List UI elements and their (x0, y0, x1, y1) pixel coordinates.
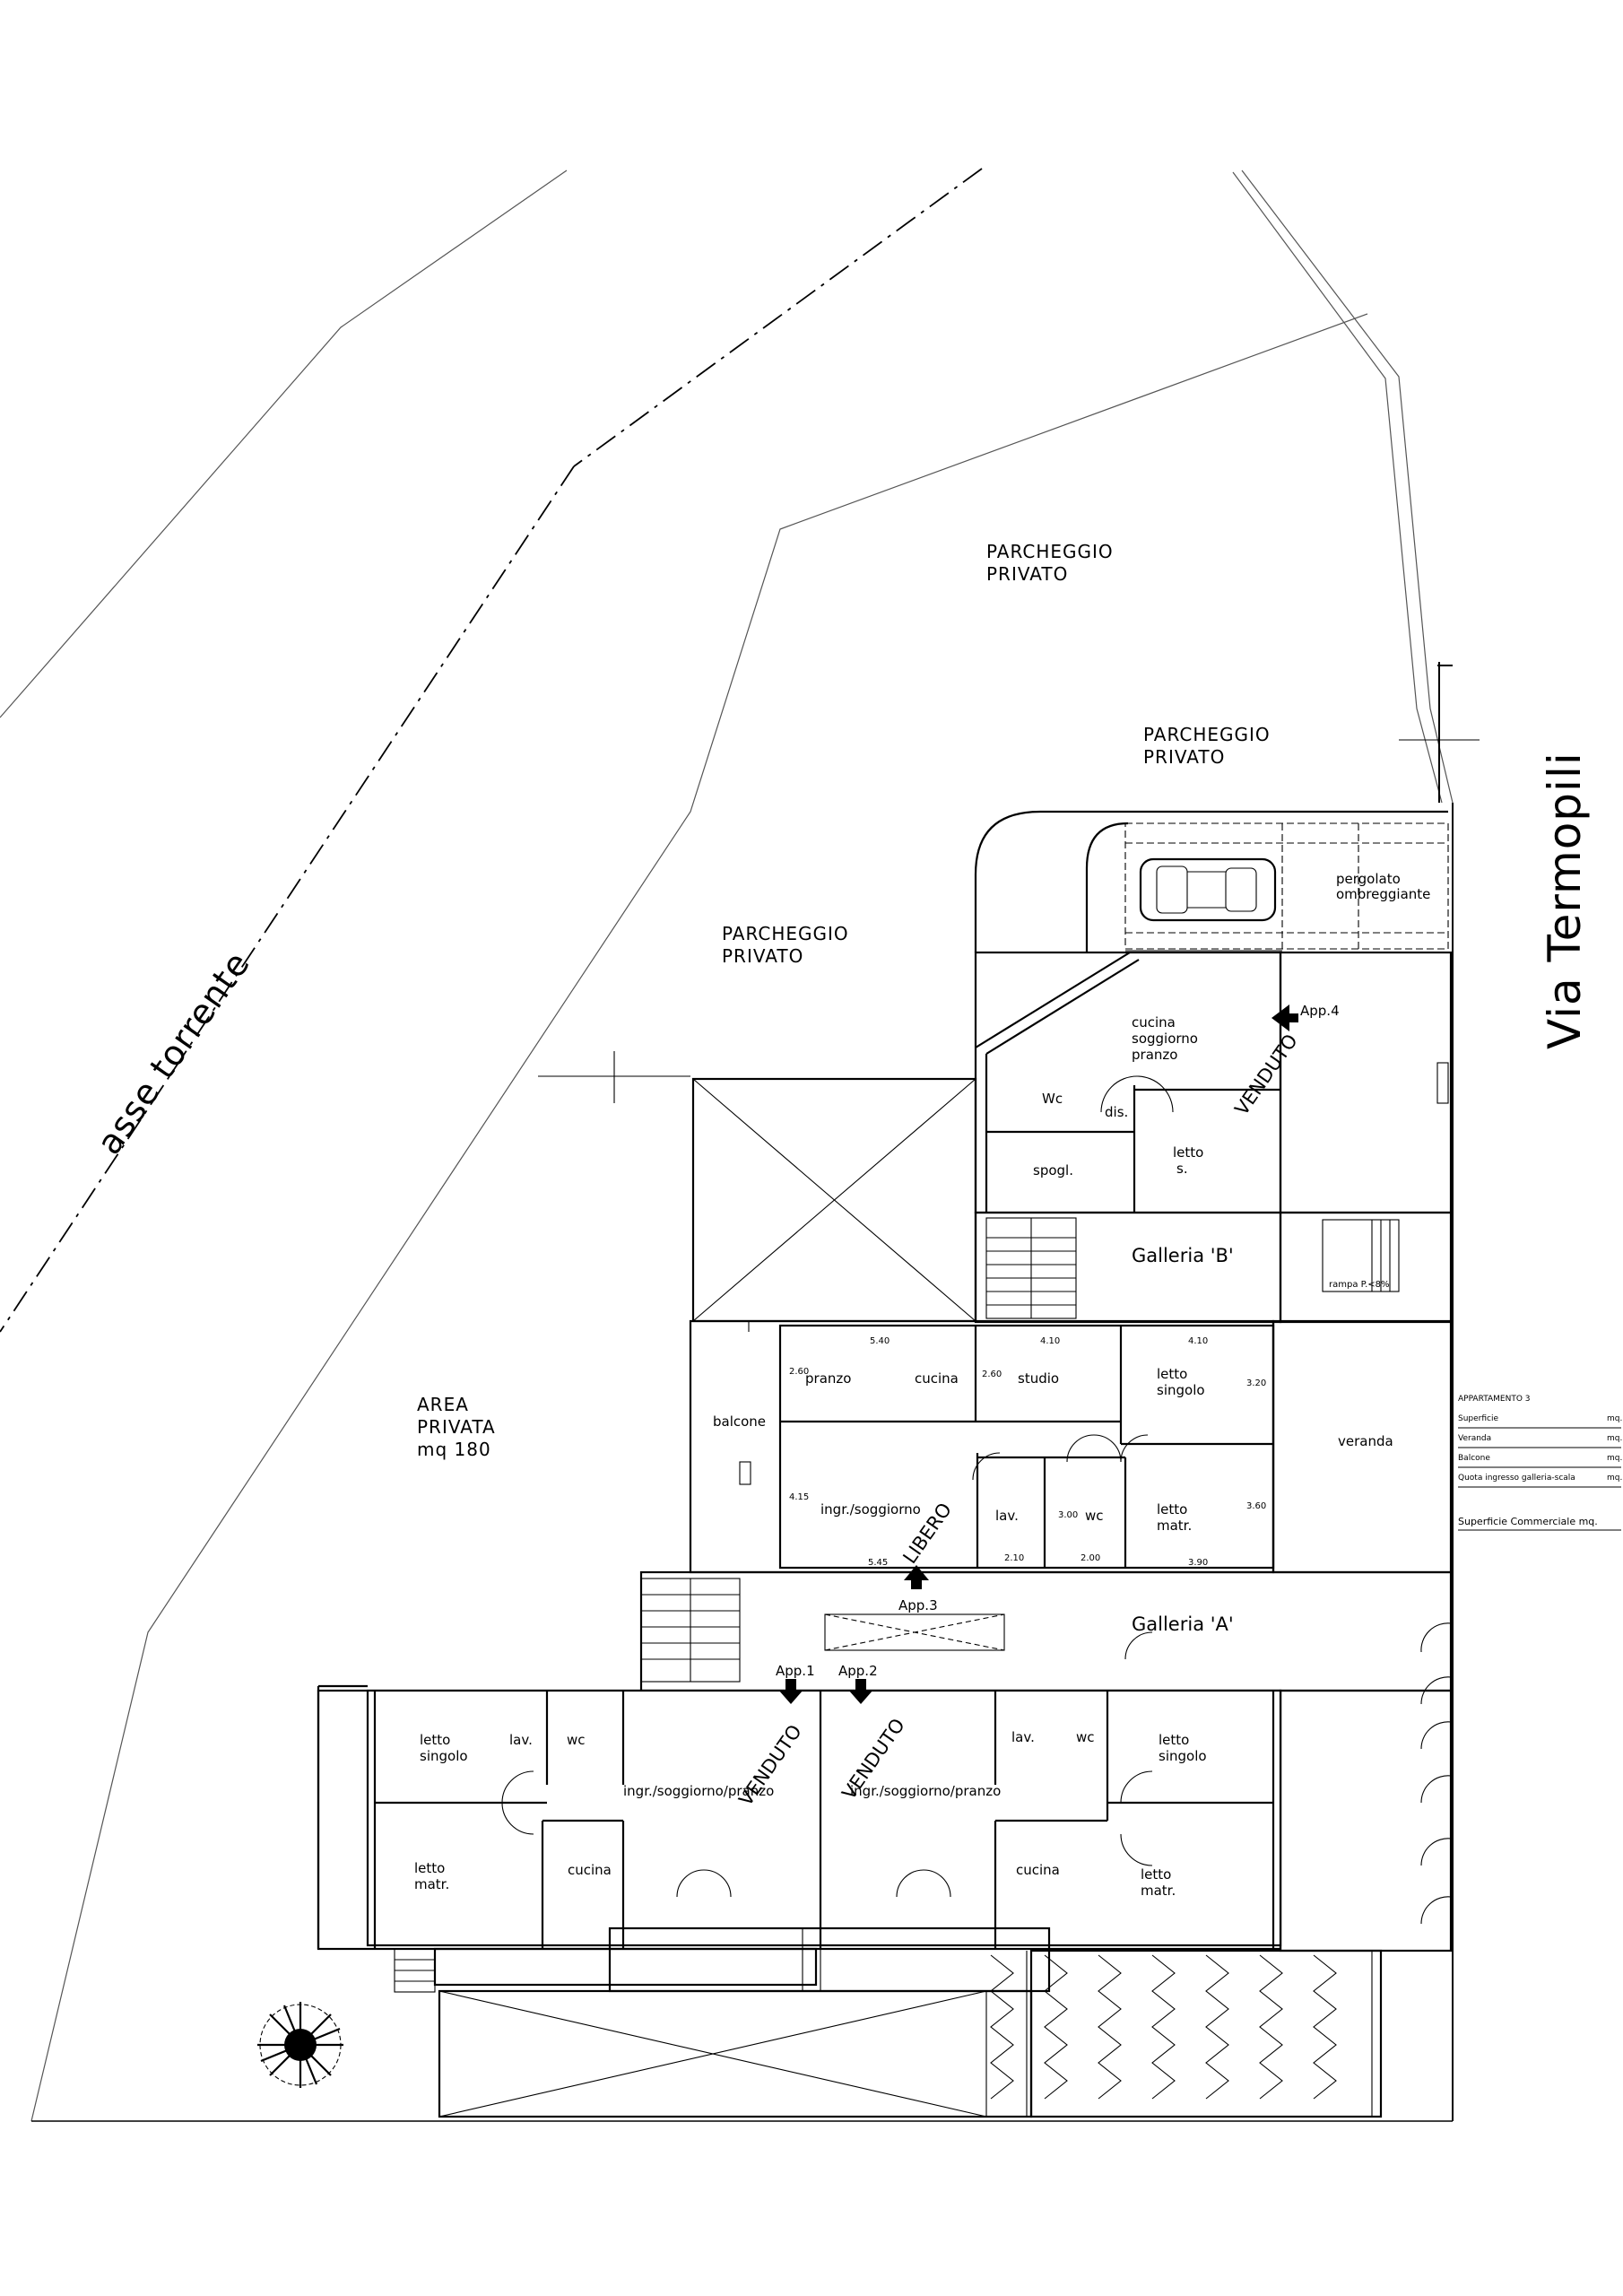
parking-north-1-line1: PARCHEGGIO (986, 541, 1114, 562)
summary-title: APPARTAMENTO 3 (1458, 1395, 1531, 1404)
app1-single-line2: singolo (420, 1748, 468, 1764)
app3-single-line2: singolo (1157, 1382, 1205, 1398)
car-icon (1139, 857, 1277, 922)
pergola-line2: ombreggiante (1336, 886, 1430, 902)
app3-kitchen: cucina (915, 1370, 959, 1387)
app1-wc: wc (567, 1732, 586, 1748)
ramp-label: rampa P.<8% (1329, 1280, 1390, 1290)
app1-kitchen: cucina (568, 1862, 612, 1878)
private-area-line2: PRIVATA (417, 1416, 496, 1438)
app4-hall: dis. (1105, 1104, 1128, 1120)
app4-wc: Wc (1042, 1091, 1063, 1107)
app3-balcony: balcone (713, 1413, 766, 1430)
dim-bot-a: 5.45 (868, 1558, 888, 1568)
door-swings (501, 1075, 1452, 1925)
stream-axis-label: asse torrente (89, 944, 257, 1161)
dim-bot-b: 2.10 (1004, 1553, 1024, 1563)
app3-entry-label: App.3 (898, 1597, 938, 1613)
summary-table: APPARTAMENTO 3 Superficie mq. Veranda mq… (1458, 1395, 1622, 1531)
entry-arrow-app2 (848, 1679, 873, 1704)
stream-axis-line-lower (0, 465, 575, 1333)
summary-row-1-label: Veranda (1458, 1434, 1491, 1443)
building-walls (317, 951, 1453, 2118)
dim-top-a: 5.40 (870, 1336, 890, 1346)
app4-closet: spogl. (1033, 1162, 1073, 1178)
tree-icon (257, 2002, 343, 2088)
dim-bot-d: 3.90 (1188, 1558, 1208, 1568)
dim-left-b: 4.15 (789, 1492, 809, 1502)
entry-arrow-app4 (1271, 1004, 1298, 1031)
app3-living: ingr./soggiorno (820, 1501, 921, 1518)
parking-north-2-line1: PARCHEGGIO (1143, 724, 1271, 745)
app4-entry-label: App.4 (1300, 1003, 1340, 1019)
app4-kitchen-line3: pranzo (1132, 1047, 1177, 1063)
dim-top-b: 4.10 (1040, 1336, 1060, 1346)
app2-kitchen: cucina (1016, 1862, 1060, 1878)
app3-study: studio (1018, 1370, 1059, 1387)
summary-row-2-unit: mq. (1607, 1454, 1622, 1463)
pergola-line1: pergolato (1336, 871, 1401, 887)
app3-master-line2: matr. (1157, 1518, 1192, 1534)
gallery-b-label: Galleria 'B' (1132, 1245, 1234, 1266)
dim-left-a: 2.60 (789, 1367, 809, 1377)
app3-master-line1: letto (1157, 1501, 1187, 1518)
summary-row-0-label: Superficie (1458, 1414, 1498, 1423)
app2-single-line1: letto (1159, 1732, 1189, 1748)
private-area-line3: mq 180 (417, 1439, 491, 1460)
app1-master-line2: matr. (414, 1876, 449, 1892)
dim-right-a: 3.20 (1246, 1378, 1266, 1388)
site-boundaries (0, 170, 1480, 2122)
ramp-hatch (990, 1954, 1337, 2100)
app4-kitchen-line1: cucina (1132, 1014, 1176, 1031)
dim-wc-h: 3.00 (1058, 1510, 1078, 1520)
stair-a (640, 1578, 741, 1683)
gallery-a-label: Galleria 'A' (1132, 1613, 1234, 1635)
summary-total-label: Superficie Commerciale mq. (1458, 1516, 1598, 1527)
app3-single-line1: letto (1157, 1366, 1187, 1382)
app1-laundry: lav. (509, 1732, 533, 1748)
summary-row-2-label: Balcone (1458, 1454, 1490, 1463)
summary-row-3-unit: mq. (1607, 1474, 1622, 1483)
summary-row-3-label: Quota ingresso galleria-scala (1458, 1474, 1575, 1483)
app3-dining: pranzo (805, 1370, 851, 1387)
app2-wc: wc (1076, 1729, 1095, 1745)
stair-b (986, 1218, 1076, 1318)
app1-living: ingr./soggiorno/pranzo (623, 1783, 774, 1799)
app1-single-line1: letto (420, 1732, 450, 1748)
app4-bedroom-line2: s. (1176, 1161, 1188, 1177)
app4-kitchen-line2: soggiorno (1132, 1031, 1198, 1047)
app2-master-line1: letto (1141, 1866, 1171, 1883)
summary-row-1-unit: mq. (1607, 1434, 1622, 1443)
app1-master-line1: letto (414, 1860, 445, 1876)
app4-bedroom-line1: letto (1173, 1144, 1203, 1161)
app1-entry-label: App.1 (776, 1663, 815, 1679)
dim-top-c: 4.10 (1188, 1336, 1208, 1346)
app2-laundry: lav. (1011, 1729, 1035, 1745)
app2-entry-label: App.2 (838, 1663, 878, 1679)
dim-right-b: 3.60 (1246, 1501, 1266, 1511)
pergola (974, 810, 1449, 952)
app2-living: ingr./soggiorno/pranzo (850, 1783, 1001, 1799)
dim-mid: 2.60 (982, 1370, 1002, 1379)
app2-master-line2: matr. (1141, 1883, 1176, 1899)
parking-north-2-line2: PRIVATO (1143, 746, 1225, 768)
gallery-labels: Galleria 'B' Galleria 'A' rampa P.<8% (1132, 1245, 1390, 1635)
app4-status: VENDUTO (1230, 1031, 1301, 1119)
dim-bot-c: 2.00 (1081, 1553, 1100, 1563)
app2-single-line2: singolo (1159, 1748, 1207, 1764)
app3-veranda: veranda (1338, 1433, 1393, 1449)
parking-west-line1: PARCHEGGIO (722, 923, 849, 944)
parking-west-line2: PRIVATO (722, 945, 803, 967)
private-area-line1: AREA (417, 1394, 469, 1415)
parking-north-1-line2: PRIVATO (986, 563, 1068, 585)
stream-axis-line (573, 168, 983, 467)
entry-arrow-app1 (778, 1679, 803, 1704)
street-label: Via Termopili (1539, 752, 1591, 1049)
entry-arrow-app3 (904, 1565, 929, 1589)
summary-row-0-unit: mq. (1607, 1414, 1622, 1423)
app3-laundry: lav. (995, 1508, 1019, 1524)
app3-wc: wc (1085, 1508, 1104, 1524)
